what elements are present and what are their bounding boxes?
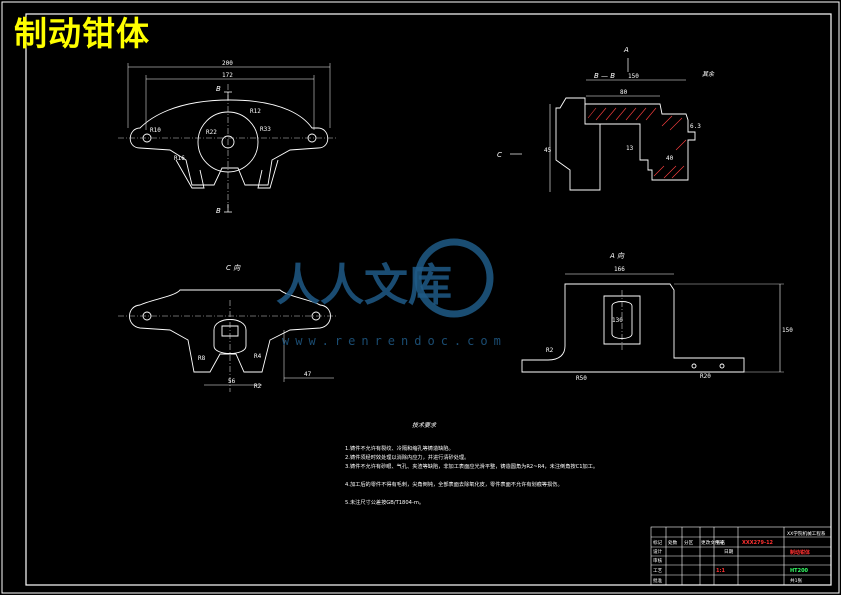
tb-row-date: 日期 xyxy=(724,549,734,555)
dim-c-r2: R2 xyxy=(254,383,262,390)
sheet-count: 共1张 xyxy=(790,577,803,584)
section-bb-view xyxy=(510,58,696,192)
tb-row-mark: 标记 xyxy=(653,539,663,546)
tb-row-change: 更改文件号 xyxy=(701,539,724,546)
watermark: 人人文库 www.renrendoc.com xyxy=(276,238,507,348)
inner-frame xyxy=(25,13,832,586)
dim-r12: R12 xyxy=(250,108,261,115)
dim-section-inner: 80 xyxy=(620,89,628,96)
roughness-note: 其余 xyxy=(702,70,715,78)
drawing-number: XXX279-12 xyxy=(742,540,774,546)
watermark-brand: 人人文库 xyxy=(276,260,452,311)
view-c xyxy=(118,289,338,392)
section-mark-b-top: B xyxy=(216,85,221,93)
note-item-4: 4.加工后的零件不得有毛刺，尖角倒钝，全部表面去除氧化皮，零件表面不允许有划痕等… xyxy=(345,480,563,488)
view-c-label: C 向 xyxy=(226,264,241,272)
main-view xyxy=(118,63,338,213)
dim-section-roughness: 6.3 xyxy=(690,123,701,130)
dim-r16: R16 xyxy=(174,155,185,162)
watermark-site: www.renrendoc.com xyxy=(282,334,507,348)
note-item-2: 2.铸件须经时效处理以消除内应力，并进行清砂处理。 xyxy=(345,453,469,461)
note-item-5: 5.未注尺寸公差按GB/T1804-m。 xyxy=(345,498,424,506)
note-item-1: 1.铸件不允许有裂纹、冷隔和缩孔等铸造缺陷。 xyxy=(345,444,454,452)
tb-row-sign: 签名 xyxy=(716,539,725,546)
dim-a-150: 150 xyxy=(782,327,793,334)
dim-c-r4: R4 xyxy=(254,353,262,360)
tb-row-count: 处数 xyxy=(668,539,678,546)
dim-c-47: 47 xyxy=(304,371,312,378)
tb-row-process: 工艺 xyxy=(653,568,663,574)
section-mark-b-bottom: B xyxy=(216,207,221,215)
note-item-3: 3.铸件不允许有砂眼、气孔、夹渣等缺陷，非加工表面应光滑平整，铸造圆角为R2~R… xyxy=(345,462,598,470)
dim-a-r50: R50 xyxy=(576,375,587,382)
section-bb-label: B — B xyxy=(594,72,615,80)
tb-row-check: 审核 xyxy=(653,557,663,564)
scale: 1:1 xyxy=(716,568,725,574)
tb-row-design: 设计 xyxy=(653,548,663,555)
drawing-title: 制动钳体 xyxy=(14,14,150,53)
dim-c-56: 56 xyxy=(228,378,236,385)
dim-section-40: 40 xyxy=(666,155,674,162)
technical-notes: 技术要求 1.铸件不允许有裂纹、冷隔和缩孔等铸造缺陷。 2.铸件须经时效处理以消… xyxy=(345,421,598,506)
part-name: 制动钳体 xyxy=(790,549,811,556)
title-block xyxy=(650,526,832,586)
dim-r22: R22 xyxy=(206,129,217,136)
view-a-label: A 向 xyxy=(609,252,625,260)
view-a-arrow-label: A xyxy=(623,46,629,54)
dim-hole-span: 172 xyxy=(222,72,233,79)
dim-c-r8: R8 xyxy=(198,355,206,362)
notes-heading: 技术要求 xyxy=(412,421,437,429)
dim-a-r20: R20 xyxy=(700,373,711,380)
dim-r33: R33 xyxy=(260,126,271,133)
tb-row-zone: 分区 xyxy=(684,539,694,546)
material: HT200 xyxy=(790,568,809,574)
tb-row-approve: 批准 xyxy=(653,577,663,584)
school-name: XX学院机械工程系 xyxy=(787,530,826,537)
view-a xyxy=(521,273,784,373)
dim-section-height: 45 xyxy=(544,147,552,154)
dim-section-width: 150 xyxy=(628,73,639,80)
dim-a-166: 166 xyxy=(614,266,625,273)
dim-r10: R10 xyxy=(150,127,161,134)
dim-overall-width: 200 xyxy=(222,60,233,67)
dim-a-r2: R2 xyxy=(546,347,554,354)
dim-a-130: 130 xyxy=(612,317,623,324)
view-c-arrow-label: C xyxy=(497,151,502,159)
dim-section-13: 13 xyxy=(626,145,634,152)
